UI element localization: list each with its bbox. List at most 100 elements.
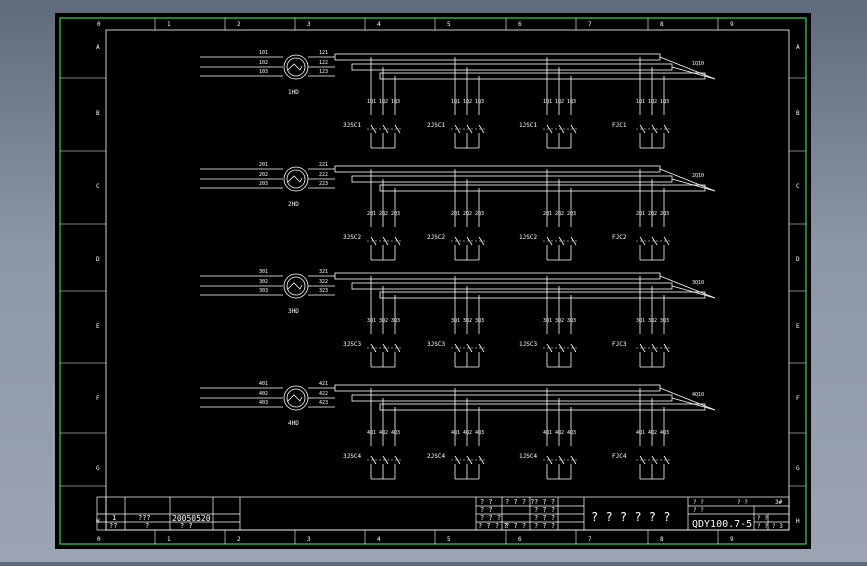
relay-label: 2JSC2 (427, 234, 445, 241)
sign-cell: ? ? (480, 506, 493, 514)
relay-contact (382, 455, 389, 465)
relay-contact (570, 124, 577, 134)
terminal-label: 1Q2 (648, 99, 657, 105)
relay-contact (382, 124, 389, 134)
relay-contact (454, 236, 461, 246)
bus-end-connector (671, 178, 716, 192)
relay-contact (558, 343, 565, 353)
terminal-label: 3Q3 (475, 318, 484, 324)
wire-number: 403 (259, 400, 268, 406)
sheet-info: ? ? (757, 523, 768, 530)
row-letter: G (96, 465, 100, 472)
bus-end-connector (659, 275, 716, 299)
sign-cell: ? ? ? (534, 498, 555, 506)
relay-contact (478, 343, 485, 353)
terminal-label: 1Q3 (660, 99, 669, 105)
rev-row2-b: ? (145, 522, 149, 530)
sign-cell: ? ? ? (534, 514, 555, 522)
terminal-label: 2Q3 (391, 211, 400, 217)
row-letter: B (96, 110, 100, 117)
relay-contact (558, 236, 565, 246)
wire-number: 202 (259, 172, 268, 178)
lamp-symbol (286, 169, 306, 189)
wire-number: 203 (259, 181, 268, 187)
lamp-symbol (286, 57, 306, 77)
row-letter: E (796, 323, 800, 330)
end-label: 3Q10 (692, 280, 704, 286)
relay-contact (639, 343, 646, 353)
wire-number: 301 (259, 269, 268, 275)
terminal-label: 2Q2 (379, 211, 388, 217)
sign-cell: ? ? ? (505, 522, 526, 530)
column-number: 3 (307, 21, 311, 28)
drawing-number: QDY100.7-5 (692, 519, 752, 530)
column-number: 7 (588, 21, 592, 28)
lamp-symbol (287, 394, 303, 402)
terminal-label: 1Q3 (475, 99, 484, 105)
wire-number: 223 (319, 181, 328, 187)
wire-number: 323 (319, 288, 328, 294)
terminal-label: 1Q1 (367, 99, 376, 105)
relay-label: FJC3 (612, 341, 627, 348)
relay-contact (639, 455, 646, 465)
terminal-label: 3Q3 (391, 318, 400, 324)
sign-cell: ? ? ? ? (478, 522, 508, 530)
terminal-label: 4Q3 (567, 430, 576, 436)
terminal-label: 2Q2 (555, 211, 564, 217)
terminal-label: 4Q1 (543, 430, 552, 436)
wire-number: 402 (259, 391, 268, 397)
terminal-label: 3Q3 (660, 318, 669, 324)
column-number: 5 (447, 536, 451, 543)
sign-cell: ? ? ? (480, 514, 501, 522)
row-letter: C (96, 183, 100, 190)
relay-contact (382, 236, 389, 246)
wire-number: 421 (319, 381, 328, 387)
column-number: 6 (518, 21, 522, 28)
column-number: 1 (167, 21, 171, 28)
row-letter: A (796, 44, 800, 51)
terminal-label: 4Q2 (463, 430, 472, 436)
relay-contact (651, 455, 658, 465)
wire-number: 303 (259, 288, 268, 294)
wire-number: 101 (259, 50, 268, 56)
relay-contact (558, 455, 565, 465)
terminal-label: 3Q2 (555, 318, 564, 324)
column-number: 7 (588, 536, 592, 543)
relay-contact (639, 124, 646, 134)
terminal-label: 3Q1 (636, 318, 645, 324)
terminal-label: 4Q2 (648, 430, 657, 436)
relay-label: 1JSC1 (519, 122, 537, 129)
bus-end-connector (659, 168, 716, 192)
relay-label: 3JSC3 (343, 341, 361, 348)
relay-contact (651, 124, 658, 134)
lamp-symbol (287, 63, 303, 71)
terminal-label: 2Q2 (463, 211, 472, 217)
relay-contact (466, 343, 473, 353)
wire-number: 422 (319, 391, 328, 397)
sign-cell: ? ? (480, 498, 493, 506)
terminal-label: 4Q3 (475, 430, 484, 436)
wire-number: 423 (319, 400, 328, 406)
relay-contact (466, 455, 473, 465)
bus-end-connector (671, 66, 716, 80)
column-number: 5 (447, 21, 451, 28)
relay-label: 1JSC4 (519, 453, 537, 460)
lamp-symbol (287, 175, 303, 183)
relay-label: FJC1 (612, 122, 627, 129)
lamp-label: 1HD (288, 89, 299, 96)
relay-contact (651, 343, 658, 353)
row-letter: G (796, 465, 800, 472)
terminal-label: 2Q1 (543, 211, 552, 217)
rev-name: ??? (138, 514, 151, 522)
relay-contact (570, 236, 577, 246)
relay-contact (663, 124, 670, 134)
terminal-label: 1Q2 (463, 99, 472, 105)
bus-end-connector (671, 397, 716, 411)
relay-contact (454, 124, 461, 134)
column-number: 0 (97, 536, 101, 543)
row-letter: F (96, 395, 100, 402)
relay-contact (394, 236, 401, 246)
